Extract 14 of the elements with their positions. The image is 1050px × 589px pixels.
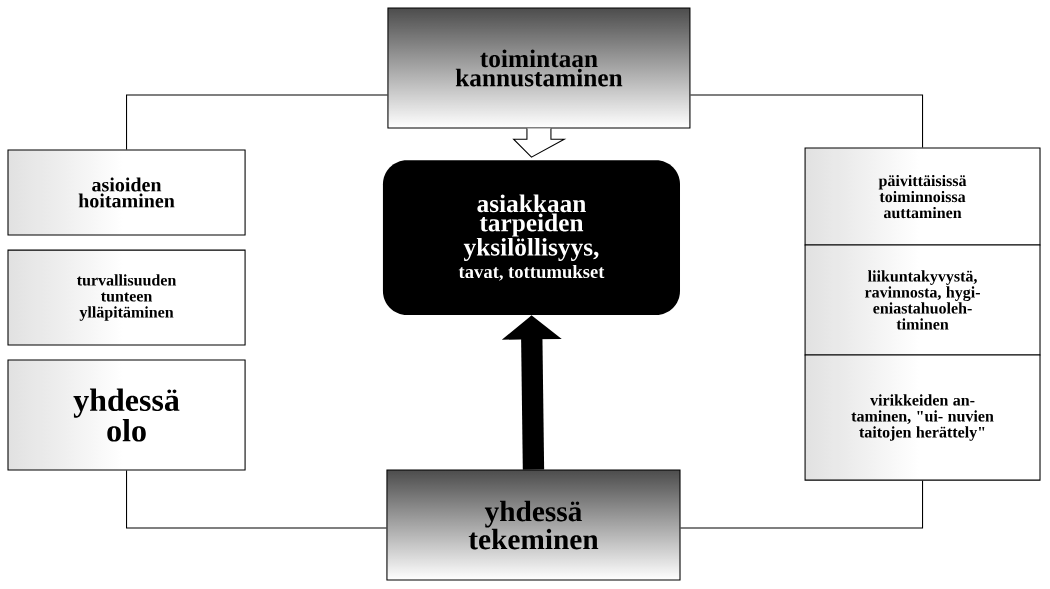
connector-line	[680, 480, 924, 529]
connector-line	[126, 470, 387, 529]
shaded-box: toimintaan kannustaminen	[387, 7, 691, 129]
arrow	[512, 127, 567, 158]
shaded-box: yhdessä tekeminen	[386, 469, 681, 581]
connector-line	[689, 94, 924, 148]
text-box: turvallisuuden tunteen ylläpitäminen	[7, 249, 246, 346]
rounded-box: asiakkaan tarpeiden yksilöllisyys, tavat, tottumukset	[382, 160, 680, 316]
text-box: yhdessä olo	[7, 359, 246, 471]
text-box: liikuntakyvystä, ravinnosta, hygi- eniastahuoleh- timinen	[804, 244, 1041, 356]
text-box: asioiden hoitaminen	[7, 149, 246, 236]
text-box: päivittäisissä toiminnoissa auttaminen	[804, 147, 1041, 246]
text-box: virikkeiden an- taminen, "ui- nuvien taitojen herättely"	[804, 354, 1041, 481]
connector-line	[126, 94, 388, 150]
